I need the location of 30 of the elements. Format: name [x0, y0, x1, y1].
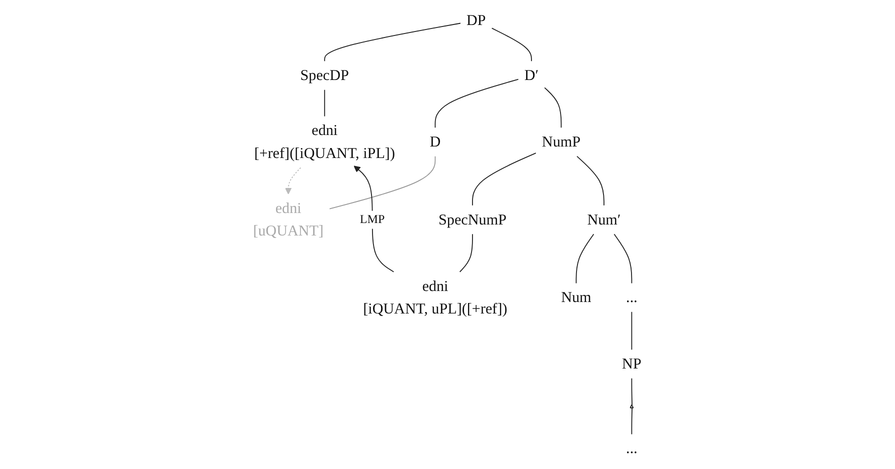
- connector: [576, 234, 594, 284]
- connector: [324, 22, 462, 62]
- node-text: Num′: [587, 211, 621, 228]
- node-text: edni [uQUANT]: [253, 200, 324, 240]
- connector: [324, 89, 326, 117]
- connector: [460, 234, 474, 272]
- arrow: [354, 166, 394, 272]
- connector: [544, 87, 562, 128]
- connector: [435, 78, 520, 128]
- node-text: NP: [622, 356, 642, 372]
- node-text: D′: [524, 67, 539, 84]
- node-text: ...: [626, 440, 638, 457]
- node-text: SpecNumP: [438, 211, 507, 228]
- syntax-tree-drawing: LMP DP SpecDP D′ edni [+ref]([iQUANT, iPL]) D NumP edni [uQUANT] SpecNumP Num′ edni [iQUANT, uPL]([+ref]) Num ... NP ...: [241, 0, 654, 469]
- connector: [329, 156, 436, 210]
- node-text: edni [iQUANT, uPL]([+ref]): [363, 278, 508, 318]
- node-text: SpecDP: [300, 67, 350, 84]
- node-text: NumP: [542, 134, 581, 150]
- node-text: Num: [561, 289, 592, 306]
- connector: [576, 156, 605, 206]
- node-text: DP: [466, 12, 486, 29]
- node-text: edni [+ref]([iQUANT, iPL]): [254, 122, 396, 162]
- connector: [614, 234, 632, 284]
- node-text: D: [430, 134, 441, 150]
- node-text: ...: [626, 289, 638, 306]
- connector: [472, 152, 537, 206]
- connector: [632, 408, 633, 435]
- connector: [492, 28, 532, 62]
- arrow: [285, 167, 302, 194]
- connector: [632, 378, 633, 406]
